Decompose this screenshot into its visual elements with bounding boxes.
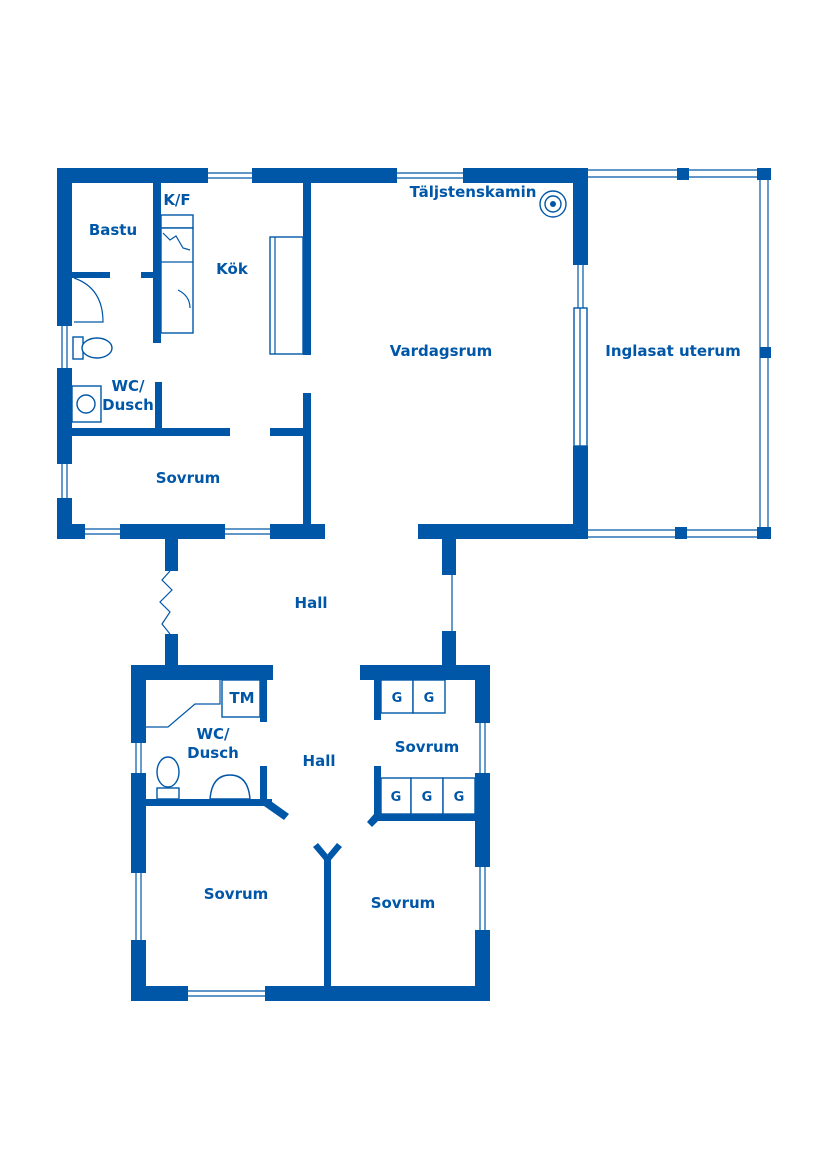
room-label-wc-dusch-1-line2: Dusch [102, 396, 154, 414]
room-label-vardagsrum: Vardagsrum [390, 342, 493, 360]
room-label-kf: K/F [163, 191, 190, 209]
wc2-fixtures [146, 679, 261, 800]
upper-windows [61, 172, 584, 535]
wardrobe-label: G [392, 691, 403, 706]
lower-outer-walls [131, 665, 490, 1001]
stove-icon [539, 190, 567, 218]
wardrobe-label: G [422, 790, 433, 805]
kitchen-fixtures [160, 214, 304, 355]
lower-interior-walls [146, 680, 475, 986]
room-label-sovrum-2: Sovrum [395, 738, 460, 756]
room-label-bastu: Bastu [89, 221, 137, 239]
upper-interior-walls [72, 183, 311, 524]
lower-windows [135, 723, 486, 997]
room-label-kok: Kök [216, 260, 249, 278]
wardrobe-label: G [424, 691, 435, 706]
room-label-wc-dusch-2-line2: Dusch [187, 744, 239, 762]
wardrobes [380, 679, 476, 815]
room-label-sovrum-3: Sovrum [204, 885, 269, 903]
label-tm: TM [229, 689, 254, 707]
wardrobe-label: G [454, 790, 465, 805]
wc1-fixtures [71, 277, 113, 423]
uterum-structure [588, 168, 771, 539]
room-label-hall-2: Hall [303, 752, 336, 770]
room-label-sovrum-1: Sovrum [156, 469, 221, 487]
room-label-inglasat-uterum: Inglasat uterum [605, 342, 740, 360]
room-label-sovrum-4: Sovrum [371, 894, 436, 912]
upper-outer-walls [57, 168, 588, 539]
label-taljstenskamin: Täljstenskamin [410, 183, 537, 201]
room-label-wc-dusch-2-line1: WC/ [196, 725, 230, 743]
glass-door-uterum [573, 307, 588, 447]
hall-walls [159, 539, 456, 668]
room-label-hall-1: Hall [295, 594, 328, 612]
wardrobe-label: G [391, 790, 402, 805]
room-label-wc-dusch-1-line1: WC/ [111, 377, 145, 395]
